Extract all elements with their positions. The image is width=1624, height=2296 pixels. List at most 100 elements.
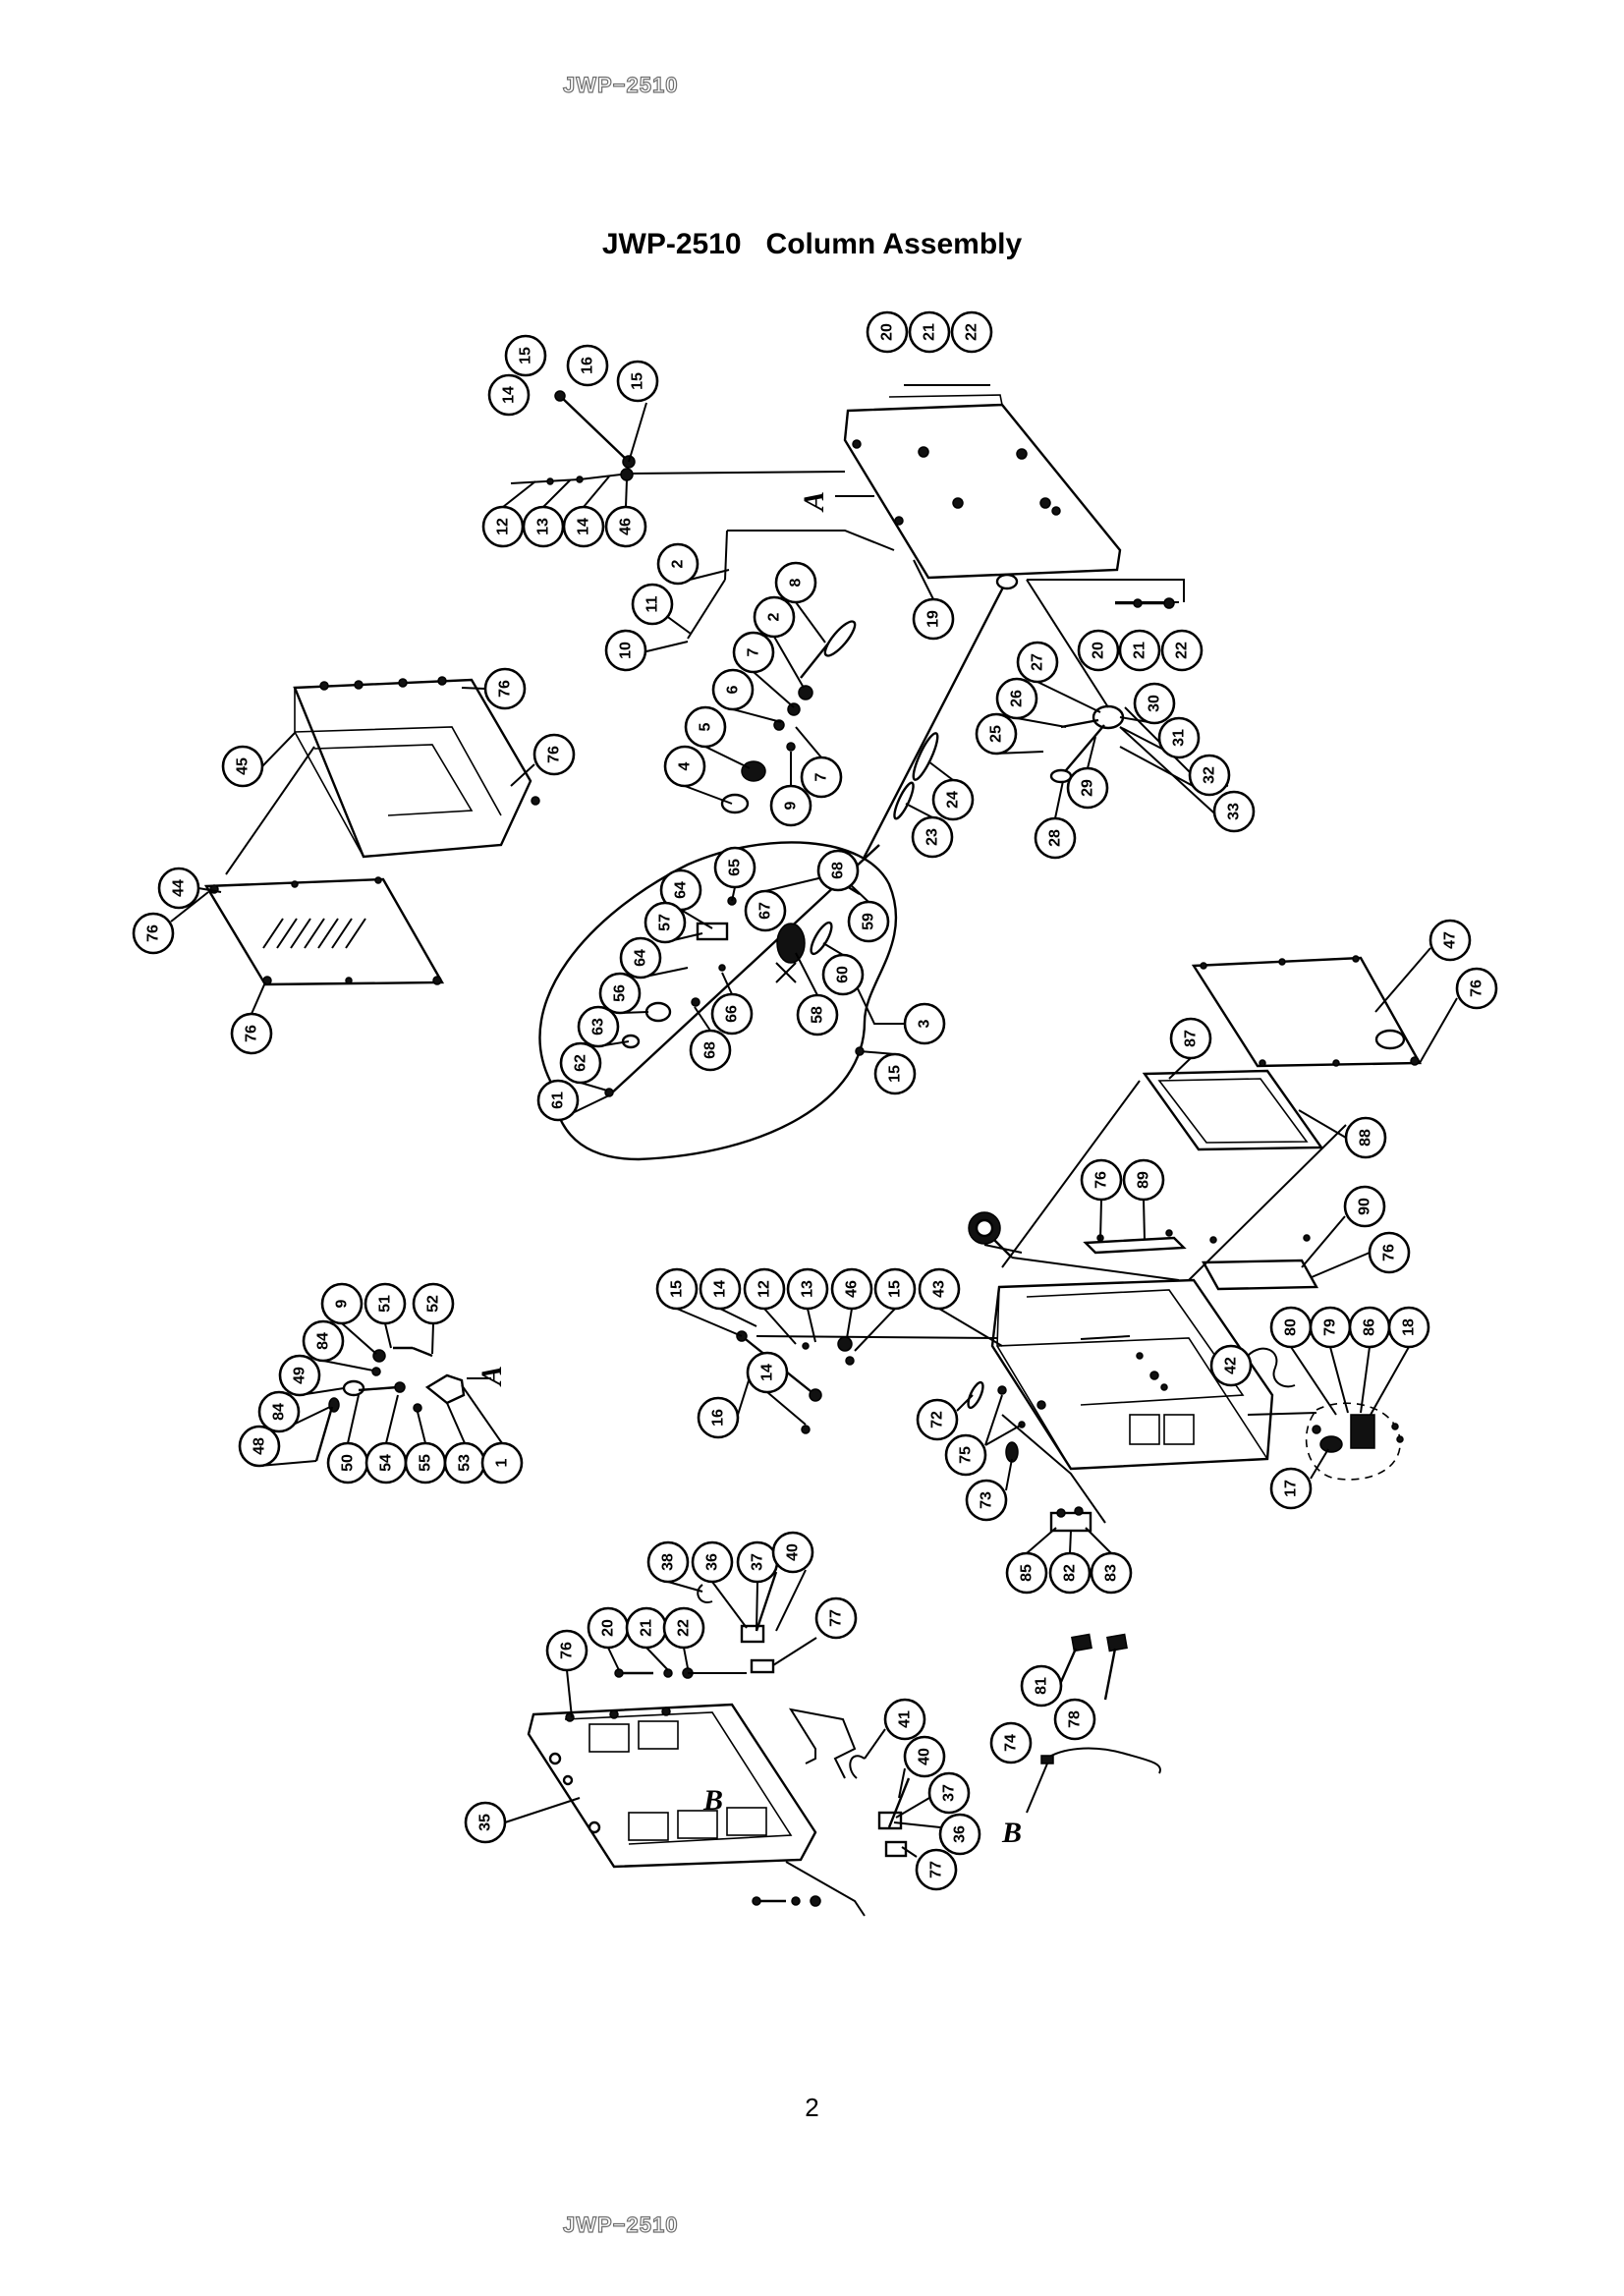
callout-circle	[157, 867, 200, 910]
callout-label: 14	[576, 518, 592, 535]
part-callout-14: 14	[699, 1267, 742, 1311]
part-callout-68: 68	[689, 1029, 732, 1072]
callout-circle	[911, 815, 954, 859]
callout-label: 38	[660, 1553, 677, 1571]
handle-linkage	[720, 620, 857, 814]
callout-circle	[566, 344, 609, 387]
callout-label: 44	[171, 879, 188, 897]
callout-circle	[504, 334, 547, 377]
callout-label: 25	[988, 725, 1005, 743]
part-callout-26: 26	[995, 677, 1038, 720]
callout-label: 36	[704, 1553, 721, 1571]
part-callout-55: 55	[404, 1441, 447, 1484]
part-callout-15: 15	[873, 1052, 917, 1095]
part-callout-33: 33	[1212, 790, 1256, 833]
callout-circle	[753, 595, 796, 639]
top-plate	[843, 394, 1122, 580]
part-callout-24: 24	[931, 778, 975, 821]
callout-label: 21	[922, 323, 938, 341]
part-callout-40: 40	[771, 1531, 814, 1574]
part-callout-76: 76	[132, 912, 175, 955]
part-callout-53: 53	[443, 1441, 486, 1484]
callout-label: 52	[425, 1295, 442, 1313]
part-callout-65: 65	[713, 846, 756, 889]
callout-circle	[830, 1267, 873, 1311]
callout-circle	[743, 1267, 786, 1311]
part-callout-31: 31	[1157, 716, 1201, 759]
callout-circle	[1455, 967, 1498, 1010]
callout-circle	[944, 1433, 987, 1477]
column-small-parts	[967, 1380, 1092, 1533]
part-callout-38: 38	[646, 1540, 690, 1584]
callout-circle	[771, 1531, 814, 1574]
callout-label: 83	[1103, 1564, 1120, 1582]
upper-bracket-group	[697, 1569, 807, 1674]
part-callout-47: 47	[1428, 919, 1472, 962]
part-callout-29: 29	[1066, 766, 1109, 810]
callout-label: 28	[1047, 829, 1064, 847]
part-callout-2: 2	[656, 542, 700, 586]
callout-label: 68	[702, 1041, 719, 1059]
callout-label: 35	[477, 1814, 494, 1831]
callout-circle	[800, 756, 843, 799]
callout-circle	[950, 310, 993, 354]
callout-label: 89	[1136, 1171, 1152, 1189]
part-callout-86: 86	[1348, 1306, 1391, 1349]
callout-label: 30	[1147, 695, 1163, 712]
part-callout-57: 57	[644, 901, 687, 944]
callout-label: 29	[1080, 779, 1096, 797]
callout-circle	[320, 1282, 364, 1325]
callout-label: 79	[1322, 1318, 1339, 1336]
part-callout-32: 32	[1188, 754, 1231, 797]
callout-circle	[1368, 1231, 1411, 1274]
part-callout-81: 81	[1020, 1664, 1063, 1708]
callout-label: 32	[1202, 766, 1218, 784]
callout-label: 21	[1132, 642, 1148, 659]
callout-label: 76	[497, 680, 514, 698]
part-callout-64: 64	[619, 936, 662, 980]
callout-circle	[464, 1801, 507, 1844]
callout-label: 43	[931, 1280, 948, 1298]
callout-circle	[995, 677, 1038, 720]
callout-label: 3	[917, 1019, 933, 1028]
callout-label: 7	[813, 772, 830, 781]
callout-circle	[257, 1390, 301, 1433]
part-callout-14: 14	[746, 1351, 789, 1394]
callout-label: 72	[929, 1411, 946, 1428]
callout-circle	[975, 712, 1018, 756]
part-callout-13: 13	[522, 505, 565, 548]
callout-circle	[562, 505, 605, 548]
callout-circle	[483, 667, 527, 710]
reference-letter-a-bottom: A	[476, 1366, 508, 1387]
part-callout-67: 67	[744, 889, 787, 932]
callout-label: 66	[724, 1005, 741, 1023]
part-callout-19: 19	[912, 597, 955, 641]
callout-circle	[1005, 1551, 1048, 1595]
callout-label: 47	[1442, 931, 1459, 949]
callout-label: 13	[535, 518, 552, 535]
callout-circle	[1053, 1698, 1096, 1741]
part-callout-27: 27	[1016, 641, 1059, 684]
callout-circle	[644, 901, 687, 944]
part-callout-1: 1	[480, 1441, 524, 1484]
callout-circle	[1269, 1467, 1313, 1510]
part-callout-15: 15	[873, 1267, 917, 1311]
callout-label: 7	[746, 647, 762, 656]
cable-assembly: B	[1001, 1633, 1161, 1849]
callout-label: 76	[1469, 980, 1485, 997]
callout-circle	[927, 1771, 971, 1815]
callout-circle	[916, 1398, 959, 1441]
part-callout-89: 89	[1122, 1158, 1165, 1202]
part-callout-2: 2	[753, 595, 796, 639]
callout-label: 17	[1283, 1480, 1300, 1497]
callout-circle	[903, 1002, 946, 1045]
part-callout-11: 11	[631, 583, 674, 626]
callout-circle	[1157, 716, 1201, 759]
callout-circle	[616, 360, 659, 403]
callout-label: 6	[725, 685, 742, 694]
part-callout-75: 75	[944, 1433, 987, 1477]
callout-label: 59	[861, 913, 877, 930]
part-callout-23: 23	[911, 815, 954, 859]
